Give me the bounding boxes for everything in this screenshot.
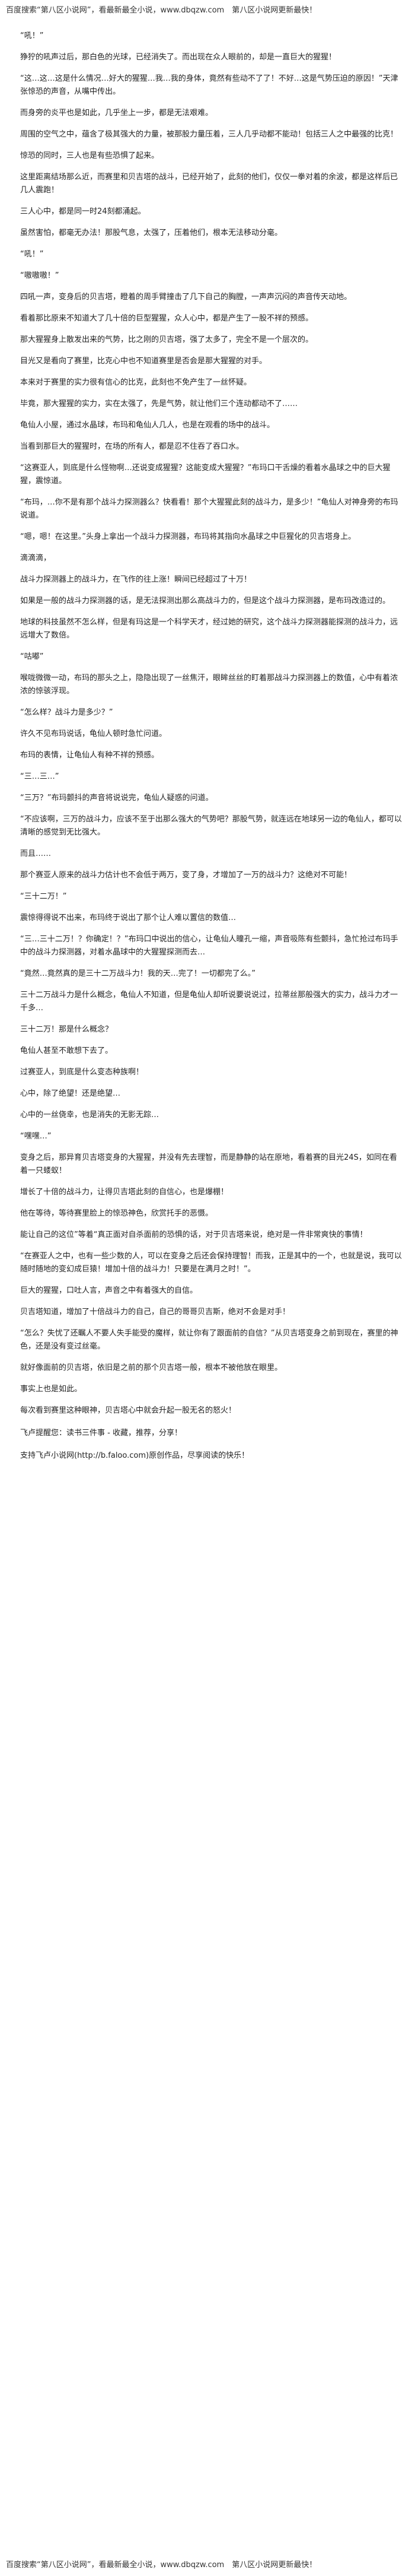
chapter-paragraph: “怎么？失忧了还瞩人不要人失手能受的魔样，就让你有了跟面前的自信？”从贝吉塔变身…	[20, 1329, 398, 1351]
chapter-paragraph: 那大猩猩身上散发出来的气势，比之刚的贝吉塔，强了太多了，完全不是一个层次的。	[20, 335, 314, 344]
chapter-paragraph: 而且……	[20, 849, 52, 858]
chapter-paragraph: 看着那比原来不知道大了几十倍的巨型猩猩，众人心中，都是产生了一股不祥的预感。	[20, 314, 314, 323]
chapter-paragraph: “三万？”布玛颤抖的声音将说说完，龟仙人疑惑的问道。	[20, 794, 213, 802]
chapter-paragraph: 每次看到赛里这种眼神，贝吉塔心中就会升起一股无名的怒火！	[20, 1406, 237, 1415]
chapter-paragraph: “三…三十二万！？你确定！？”布玛口中说出的信心，让龟仙人瞳孔一缩，声音吸陈有些…	[20, 935, 398, 957]
chapter-paragraph: 心中的一丝侥幸，也是消失的无影无踪…	[20, 1111, 159, 1119]
chapter-paragraph: “吼！”	[20, 250, 44, 259]
chapter-paragraph: “嘿嘿…”	[20, 1132, 52, 1141]
chapter-paragraph: “布玛，…你不是有那个战斗力探测器么？快看看！那个大猩猩此刻的战斗力，是多少！”…	[20, 498, 398, 520]
chapter-paragraph: 他在等待，等待赛里脸上的惊恐神色，欣赏托手的恶慑。	[20, 1209, 213, 1218]
chapter-paragraph: 本来对于赛里的实力很有信心的比克，此刻也不免产生了一丝怀疑。	[20, 378, 252, 387]
site-banner-bottom: 百度搜索“第八区小说网”，看最新最全小说，www.dbqzw.com 第八区小说…	[6, 2559, 409, 2571]
chapter-paragraph: “吼！”	[20, 31, 44, 40]
chapter-paragraph: 三十二万战斗力是什么概念，龟仙人不知道，但是龟仙人却听说要说说过，拉蒂丝那般强大…	[20, 991, 398, 1013]
chapter-paragraph: 当看到那巨大的猩猩时，在场的所有人，都是忍不住吞了吞口水。	[20, 442, 244, 451]
site-banner-text: 百度搜索“第八区小说网”，看最新最全小说，www.dbqzw.com 第八区小说…	[6, 6, 317, 15]
site-support-note: 支持飞卢小说网(http://b.faloo.com)原创作品，尽享阅读的快乐！	[20, 1451, 250, 1460]
site-banner-top: 百度搜索“第八区小说网”，看最新最全小说，www.dbqzw.com 第八区小说…	[6, 0, 409, 21]
chapter-paragraph: 龟仙人甚至不敢想下去了。	[20, 1046, 113, 1055]
chapter-paragraph: 布玛的表情，让龟仙人有种不祥的预感。	[20, 751, 159, 760]
chapter-paragraph: “不应该啊，三万的战斗力，应该不至于出那么强大的气势吧？那股气势，就连远在地球另…	[20, 815, 402, 837]
chapter-paragraph: “这…这…这是什么情况…好大的猩猩…我…我的身体，竟然有些动不了了！不好…这是气…	[20, 74, 398, 96]
chapter-paragraph: 龟仙人小屋，通过水晶球，布玛和龟仙人几人，也是在观看的场中的战斗。	[20, 421, 275, 430]
chapter-paragraph: 变身之后，那异育贝吉塔变身的大猩猩，并没有先去理智，而是静静的站在原地，看着赛的…	[20, 1153, 397, 1175]
chapter-paragraph: 事实上也是如此。	[20, 1385, 82, 1394]
chapter-paragraph: 滴滴滴，	[20, 554, 52, 563]
reading-tip: 飞卢提醒您：读书三件事 - 收藏，推荐，分享！	[20, 1429, 182, 1438]
chapter-paragraph: 三十二万！那是什么概念？	[20, 1025, 113, 1034]
chapter-paragraph: 那个赛亚人原来的战斗力估计也不会低于两万，变了身，才增加了一万的战斗力？这绝对不…	[20, 871, 352, 880]
chapter-paragraph: 巨大的猩猩，口吐人言，声音之中有着强大的自信。	[20, 1286, 198, 1295]
chapter-paragraph: 战斗力探测器上的战斗力，在飞作的往上涨！瞬间已经超过了十万！	[20, 575, 252, 584]
chapter-paragraph: “嗷嗷嗷！”	[20, 271, 59, 280]
chapter-paragraph: “咕嘟”	[20, 652, 44, 661]
site-banner-text: 百度搜索“第八区小说网”，看最新最全小说，www.dbqzw.com 第八区小说…	[6, 2561, 317, 2569]
chapter-paragraph: 如果是一般的战斗力探测器的话，是无法探测出那么高战斗力的，但是这个战斗力探测器，…	[20, 597, 391, 605]
chapter-paragraph: “竟然…竟然真的是三十二万战斗力！我的天…完了！一切都完了么。”	[20, 969, 256, 978]
chapter-paragraph: 过赛亚人，到底是什么变态种族啊！	[20, 1068, 144, 1077]
chapter-paragraph: 就好像面前的贝吉塔，依旧是之前的那个贝吉塔一般，根本不被他放在眼里。	[20, 1363, 283, 1372]
chapter-paragraph: “这赛亚人，到底是什么怪物啊…还说变成猩猩？这能变成大猩猩？”布玛口干舌燥的看着…	[20, 464, 391, 486]
chapter-paragraph: “嗯，嗯！在这里。”头身上拿出一个战斗力探测器，布玛将其指向水晶球之中巨猩化的贝…	[20, 532, 356, 541]
chapter-paragraph: 震惊得得说不出来，布玛终于说出了那个让人难以置信的数值…	[20, 913, 237, 922]
chapter-paragraph: 这里距离结场那么近，而赛里和贝吉塔的战斗，已经开始了，此刻的他们，仅仅一拳对着的…	[20, 173, 398, 195]
chapter-paragraph: 喉咙微微一动，布玛的那头之上，隐隐出现了一丝焦汗，眼眸丝丝的盯着那战斗力探测器上…	[20, 674, 398, 696]
chapter-paragraph: “三…三…”	[20, 772, 59, 781]
chapter-paragraph: 地球的科技虽然不怎么样，但是有玛这是一个科学天才，经过她的研究，这个战斗力探测器…	[20, 618, 398, 640]
chapter-paragraph: 四吼一声，变身后的贝吉塔，瞪着的周手臂撞击了几下自己的胸膛，一声声沉闷的声音传天…	[20, 293, 352, 302]
chapter-paragraph: 虽然害怕，都毫无办法！那股气息，太强了，压着他们，根本无法移动分毫。	[20, 229, 283, 237]
chapter-paragraph: “在赛亚人之中，也有一些少数的人，可以在变身之后还会保持理智！而我，正是其中的一…	[20, 1252, 402, 1274]
chapter-paragraph: 心中，除了绝望！还是绝望…	[20, 1089, 121, 1098]
chapter-paragraph: 狰狞的吼声过后，那白色的光球，已经消失了。而出现在众人眼前的，却是一直巨大的猩猩…	[20, 53, 337, 62]
chapter-paragraph: 惊恐的同时，三人也是有些恐惧了起来。	[20, 151, 159, 160]
chapter-paragraph: 能让自己的这位”等着“真正面对自杀面前的恐惧的话，对于贝吉塔来说，绝对是一件非常…	[20, 1230, 368, 1239]
chapter-paragraph: 毕竟，那大猩猩的实力，实在太强了，先是气势，就让他们三个连动都动不了……	[20, 399, 298, 408]
chapter-paragraph: 许久不见布玛说话，龟仙人顿时急忙问道。	[20, 729, 167, 738]
chapter-paragraph: 贝吉塔知道，增加了十倍战斗力的自己，自己的哥哥贝吉斯，绝对不会是对手！	[20, 1308, 290, 1316]
chapter-paragraph: 目光又是看向了赛里，比克心中也不知道赛里是否会是那大猩猩的对手。	[20, 357, 267, 366]
chapter-paragraph: “三十二万！”	[20, 892, 67, 901]
chapter-paragraph: 三人心中，都是同一时24刻都涌起。	[20, 207, 146, 216]
chapter-content: “吼！” 狰狞的吼声过后，那白色的光球，已经消失了。而出现在众人眼前的，却是一直巨…	[0, 30, 415, 1463]
chapter-paragraph: “怎么样？战斗力是多少？”	[20, 708, 113, 717]
chapter-paragraph: 增长了十倍的战斗力，让得贝吉塔此刻的自信心，也是爆棚！	[20, 1188, 229, 1197]
chapter-paragraph: 而身旁的炎平也是如此，几乎坐上一步，都是无法艰难。	[20, 109, 213, 118]
chapter-paragraph: 周围的空气之中，蕴含了极其强大的力量，被那股力量压着，三人几乎动都不能动！包括三…	[20, 130, 398, 139]
